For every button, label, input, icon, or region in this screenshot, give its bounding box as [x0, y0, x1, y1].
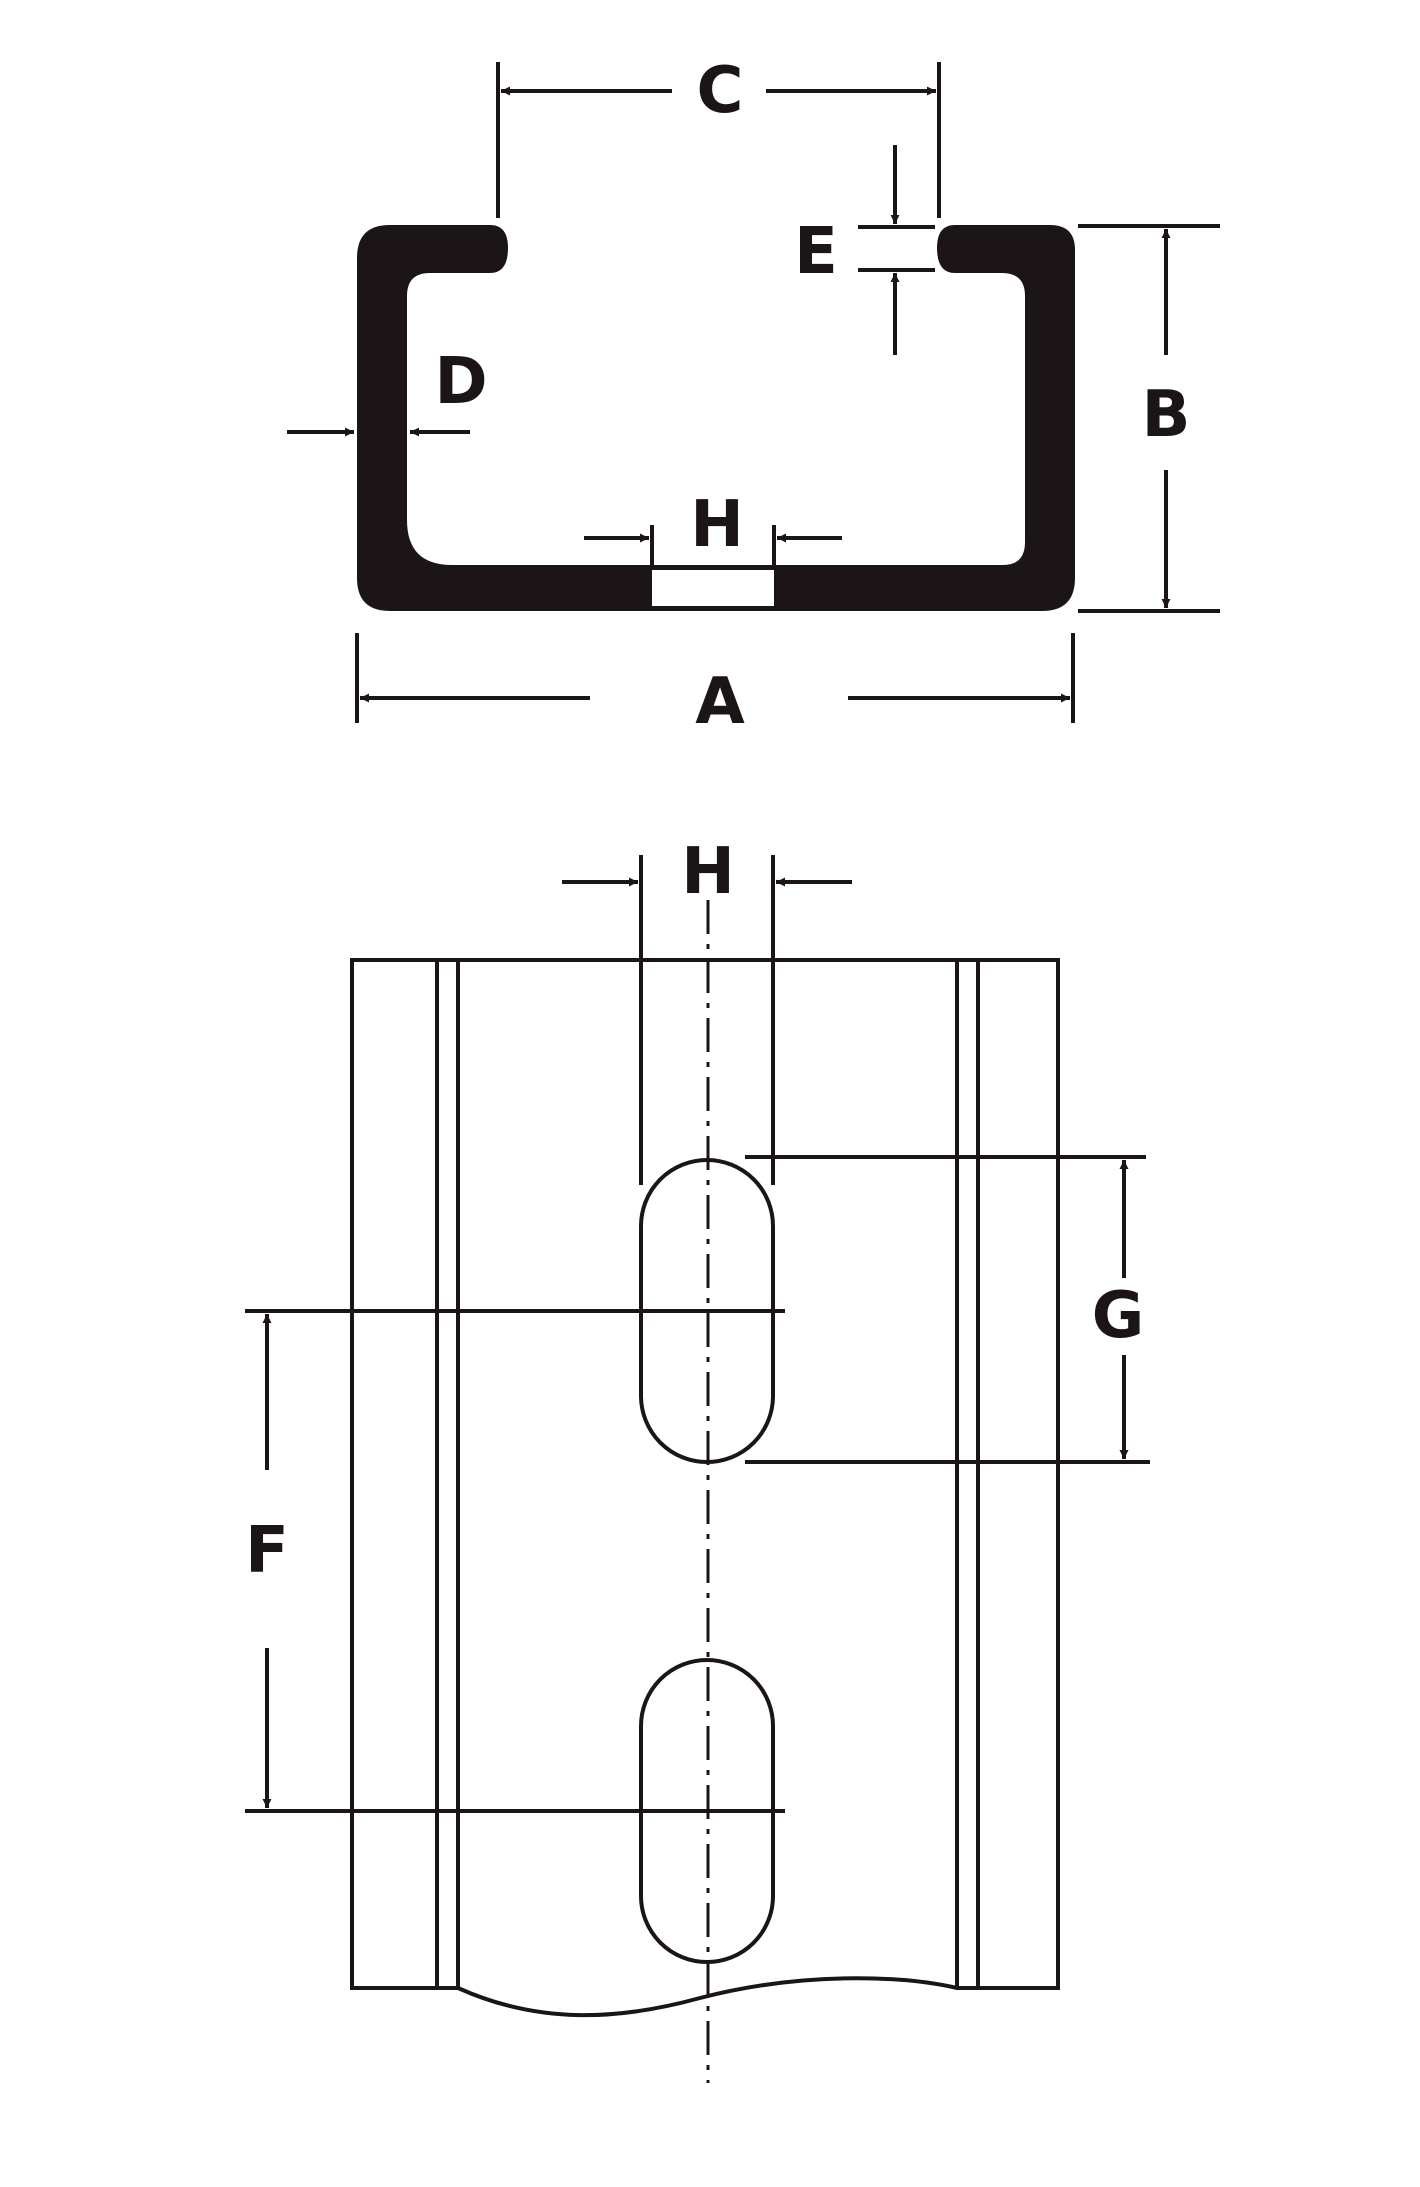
label-f: F — [245, 1514, 289, 1588]
label-a: A — [695, 665, 745, 739]
channel-plan-view — [350, 900, 1060, 2083]
label-h-section: H — [690, 488, 744, 562]
dimension-e — [858, 145, 935, 355]
label-d: D — [434, 345, 487, 419]
dimension-a — [355, 633, 1075, 723]
label-g: G — [1092, 1279, 1145, 1353]
dimension-f — [245, 1309, 785, 1813]
label-c: C — [697, 54, 744, 128]
dimension-b — [1078, 224, 1220, 613]
channel-cross-section — [357, 225, 1075, 611]
dimension-h-plan — [562, 855, 852, 1185]
dimension-h-section — [584, 525, 842, 568]
channel-outline — [350, 958, 1060, 2018]
channel-profile — [357, 225, 1075, 611]
label-e: E — [794, 215, 838, 289]
slot-opening-section — [652, 570, 774, 606]
dimension-g — [745, 1155, 1150, 1464]
label-h-plan: H — [681, 835, 735, 909]
label-b: B — [1142, 378, 1191, 452]
dimension-c — [496, 62, 941, 218]
